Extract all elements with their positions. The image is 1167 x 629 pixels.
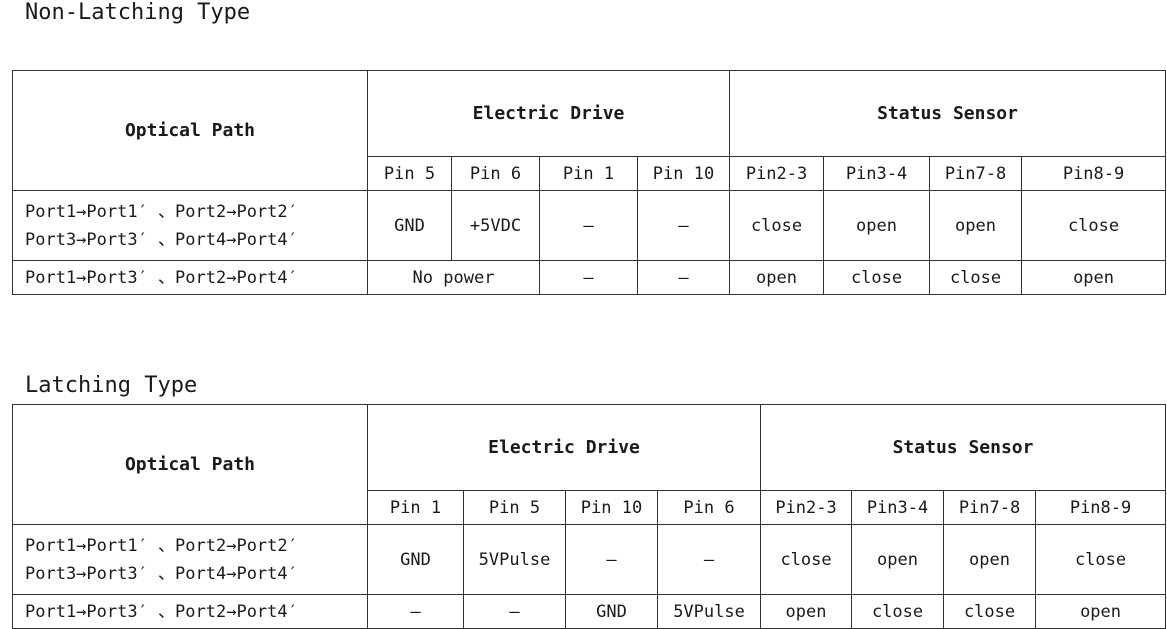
drive-pin-header: Pin 5: [463, 490, 566, 525]
table-row: Port1→Port3′ 、Port2→Port4′ No power – – …: [12, 260, 1167, 295]
status-sensor-header: Status Sensor: [729, 70, 1167, 157]
sensor-cell: close: [1035, 524, 1167, 595]
optical-path-cell: Port1→Port1′ 、Port2→Port2′ Port3→Port3′ …: [12, 190, 368, 261]
drive-cell: –: [539, 190, 638, 261]
sensor-cell: close: [760, 524, 853, 595]
drive-cell: 5VPulse: [463, 524, 566, 595]
drive-pin-header: Pin 10: [565, 490, 658, 525]
sensor-pin-header: Pin2-3: [729, 156, 825, 191]
sensor-cell: open: [943, 524, 1037, 595]
optical-path-line: Port1→Port1′ 、Port2→Port2′: [25, 201, 298, 222]
table-row: Port1→Port1′ 、Port2→Port2′ Port3→Port3′ …: [12, 190, 1167, 261]
non-latching-table: Optical Path Electric Drive Status Senso…: [12, 70, 1167, 295]
drive-cell: No power: [367, 260, 540, 295]
sensor-pin-header: Pin3-4: [823, 156, 931, 191]
sensor-cell: open: [760, 594, 853, 629]
sensor-cell: open: [929, 190, 1023, 261]
status-sensor-header: Status Sensor: [760, 404, 1167, 491]
sensor-cell: open: [1035, 594, 1167, 629]
electric-drive-header: Electric Drive: [366, 404, 762, 491]
drive-cell: –: [565, 524, 658, 595]
latching-table: Optical Path Electric Drive Status Senso…: [12, 404, 1167, 629]
drive-pin-header: Pin 6: [451, 156, 540, 191]
sensor-cell: close: [929, 260, 1023, 295]
sensor-pin-header: Pin8-9: [1035, 490, 1167, 525]
drive-pin-header: Pin 5: [367, 156, 452, 191]
table-row: Port1→Port3′ 、Port2→Port4′ – – GND 5VPul…: [12, 594, 1167, 629]
sensor-cell: close: [851, 594, 945, 629]
drive-cell: –: [636, 190, 731, 261]
electric-drive-header: Electric Drive: [366, 70, 731, 157]
drive-cell: GND: [367, 190, 452, 261]
optical-path-line: Port3→Port3′ 、Port4→Port4′: [25, 563, 298, 584]
sensor-cell: open: [1021, 260, 1167, 295]
optical-path-header: Optical Path: [12, 404, 368, 525]
drive-cell: GND: [367, 524, 464, 595]
latching-title: Latching Type: [25, 373, 198, 398]
drive-pin-header: Pin 10: [636, 156, 731, 191]
sensor-cell: close: [729, 190, 825, 261]
drive-cell: –: [539, 260, 638, 295]
non-latching-title: Non-Latching Type: [25, 0, 251, 25]
optical-path-cell: Port1→Port1′ 、Port2→Port2′ Port3→Port3′ …: [12, 524, 368, 595]
sensor-pin-header: Pin3-4: [851, 490, 945, 525]
sensor-cell: open: [823, 190, 931, 261]
drive-pin-header: Pin 6: [656, 490, 762, 525]
drive-cell: –: [636, 260, 731, 295]
sensor-cell: open: [851, 524, 945, 595]
optical-path-line: Port1→Port1′ 、Port2→Port2′: [25, 535, 298, 556]
sensor-cell: close: [943, 594, 1037, 629]
drive-cell: –: [367, 594, 464, 629]
optical-path-cell: Port1→Port3′ 、Port2→Port4′: [12, 260, 368, 295]
sensor-pin-header: Pin2-3: [760, 490, 853, 525]
drive-cell: –: [463, 594, 566, 629]
sensor-pin-header: Pin7-8: [943, 490, 1037, 525]
drive-cell: –: [656, 524, 762, 595]
optical-path-line: Port3→Port3′ 、Port4→Port4′: [25, 229, 298, 250]
sensor-pin-header: Pin7-8: [929, 156, 1023, 191]
optical-path-cell: Port1→Port3′ 、Port2→Port4′: [12, 594, 368, 629]
sensor-cell: open: [729, 260, 825, 295]
sensor-cell: close: [1021, 190, 1167, 261]
drive-cell: GND: [565, 594, 658, 629]
drive-cell: +5VDC: [451, 190, 540, 261]
sensor-pin-header: Pin8-9: [1021, 156, 1167, 191]
drive-pin-header: Pin 1: [367, 490, 464, 525]
optical-path-header: Optical Path: [12, 70, 368, 191]
table-row: Port1→Port1′ 、Port2→Port2′ Port3→Port3′ …: [12, 524, 1167, 595]
sensor-cell: close: [823, 260, 931, 295]
drive-pin-header: Pin 1: [539, 156, 638, 191]
drive-cell: 5VPulse: [656, 594, 762, 629]
